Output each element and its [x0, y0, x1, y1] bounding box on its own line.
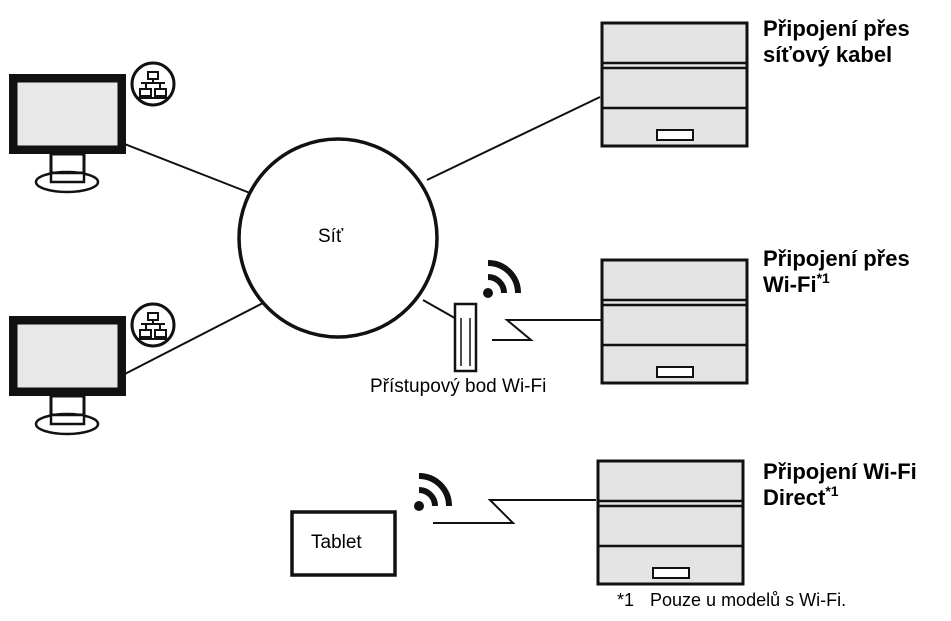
access-point-device [453, 302, 478, 373]
connection-title-wifi: Připojení přes Wi-Fi*1 [763, 246, 910, 298]
link-pc2-network [116, 302, 264, 379]
tablet-device [290, 510, 397, 577]
connection-title-line2: Wi-Fi [763, 272, 817, 297]
footnote-mark: *1 [617, 590, 635, 610]
printer-wired [600, 21, 749, 148]
connection-title-wifi-direct: Připojení Wi-Fi Direct*1 [763, 459, 917, 511]
connection-title-line1: Připojení Wi-Fi [763, 459, 917, 484]
wifi-signal-icon [483, 263, 518, 298]
computer-2 [7, 314, 128, 436]
computer-1 [7, 72, 128, 194]
printer-wifi-direct [596, 459, 745, 586]
connection-title-line2: Direct [763, 485, 826, 510]
access-point-label: Přístupový bod Wi-Fi [370, 376, 547, 397]
connection-title-line1: Připojení přes [763, 16, 910, 41]
network-circle [237, 137, 439, 339]
footnote-reference: *1 [816, 269, 830, 286]
connection-title-line2: síťový kabel [763, 42, 893, 67]
network-cable-icon [130, 302, 176, 348]
link-pc1-network [116, 140, 251, 194]
footnote-text: Pouze u modelů s Wi-Fi. [650, 590, 847, 610]
link-network-printer1 [426, 96, 601, 181]
connection-title-cable: Připojení přes síťový kabel [763, 16, 910, 68]
wireless-link-ap [492, 319, 601, 341]
network-cable-icon [130, 61, 176, 107]
network-label: Síť [318, 226, 344, 247]
tablet-label: Tablet [311, 532, 362, 553]
footnote: *1 Pouze u modelů s Wi-Fi. [617, 590, 846, 611]
wifi-signal-icon [414, 476, 449, 511]
printer-wifi [600, 258, 749, 385]
connection-title-line1: Připojení přes [763, 246, 910, 271]
footnote-reference: *1 [825, 482, 839, 499]
wireless-link-tablet [433, 499, 596, 524]
